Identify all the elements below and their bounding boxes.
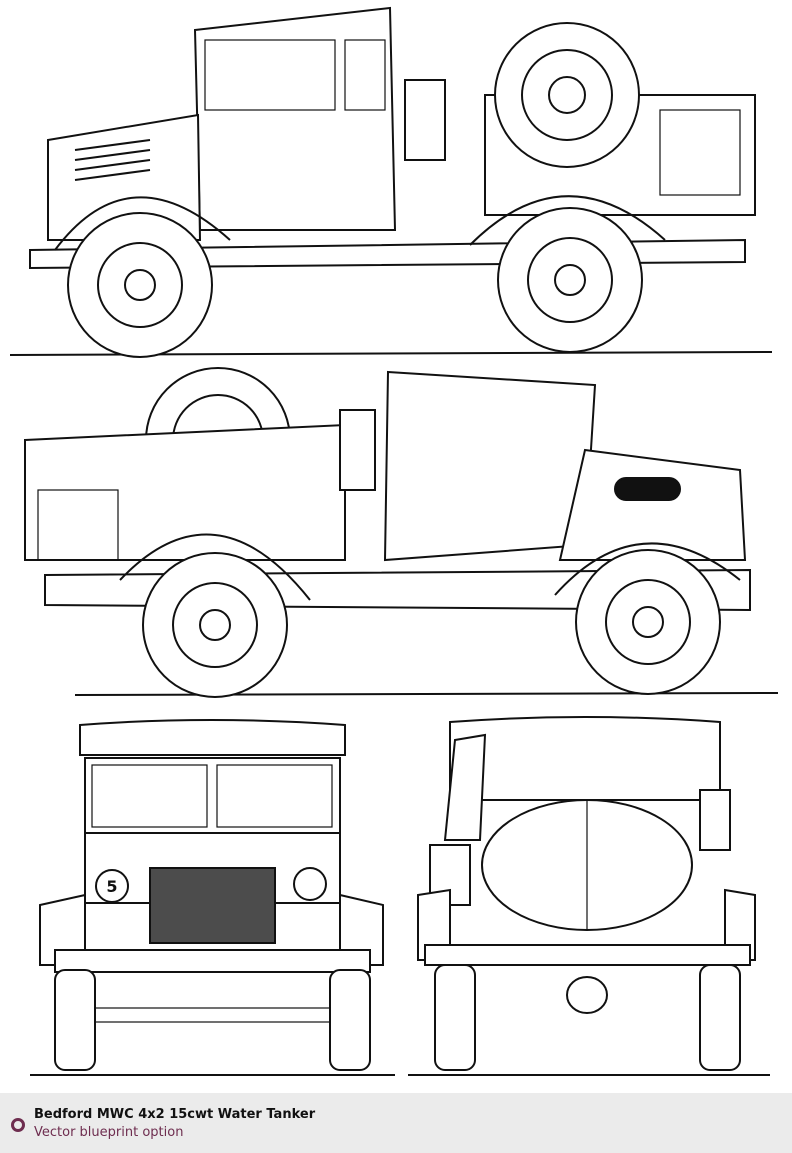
side-view-left — [9, 6, 773, 358]
caption-title: Bedford MWC 4x2 15cwt Water Tanker — [34, 1107, 316, 1122]
rear-view — [408, 716, 770, 1076]
front-view — [30, 719, 395, 1076]
side-view-right — [24, 367, 779, 698]
caption-subtitle: Vector blueprint option — [34, 1125, 184, 1140]
caption-bar: Bedford MWC 4x2 15cwt Water Tanker Vecto… — [0, 1093, 792, 1153]
blueprint-drawing: 5 — [9, 6, 779, 1076]
front-plate-number: 5 — [106, 877, 117, 896]
ring-bullet-icon — [11, 1118, 25, 1132]
